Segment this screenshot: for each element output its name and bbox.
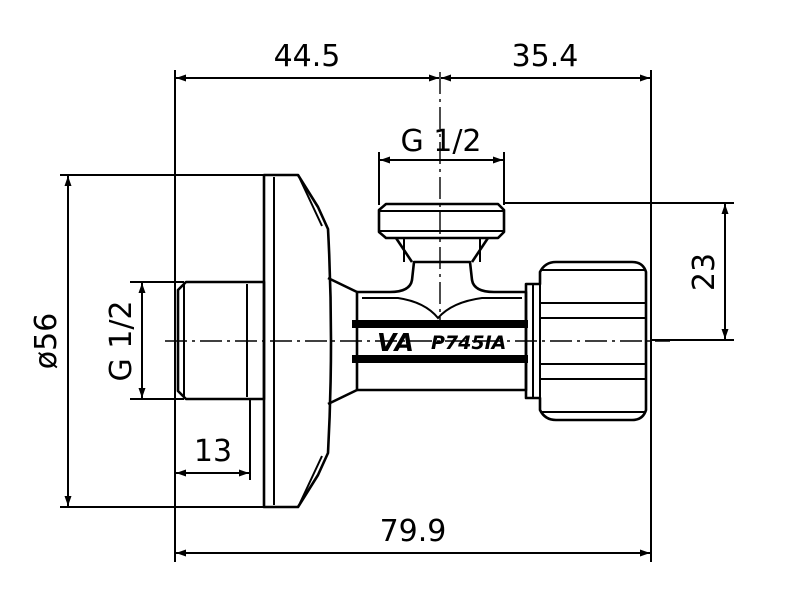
dimension-labels: 44.5 35.4 G 1/2 23 ø56 G 1/2 13 79.9 <box>29 39 722 549</box>
label-diameter: ø56 <box>29 313 64 370</box>
extension-lines <box>60 70 734 562</box>
label-top-port-thread: G 1/2 <box>400 124 481 159</box>
model-mark: P745IA <box>431 332 506 354</box>
label-23: 23 <box>687 253 722 291</box>
label-44-5: 44.5 <box>274 39 341 74</box>
center-lines <box>165 72 670 342</box>
valve-body <box>352 260 528 392</box>
compression-nut <box>524 260 648 422</box>
label-79-9: 79.9 <box>380 514 447 549</box>
valve-outline <box>176 173 648 509</box>
wall-flange <box>262 173 333 509</box>
label-13: 13 <box>194 434 232 469</box>
label-35-4: 35.4 <box>512 39 579 74</box>
label-inlet-thread: G 1/2 <box>104 300 139 381</box>
top-outlet-port <box>377 202 506 263</box>
conical-neck <box>327 276 359 406</box>
body-marking: VA P745IA <box>377 328 506 357</box>
dimension-lines <box>64 74 729 557</box>
brand-mark: VA <box>377 328 414 357</box>
